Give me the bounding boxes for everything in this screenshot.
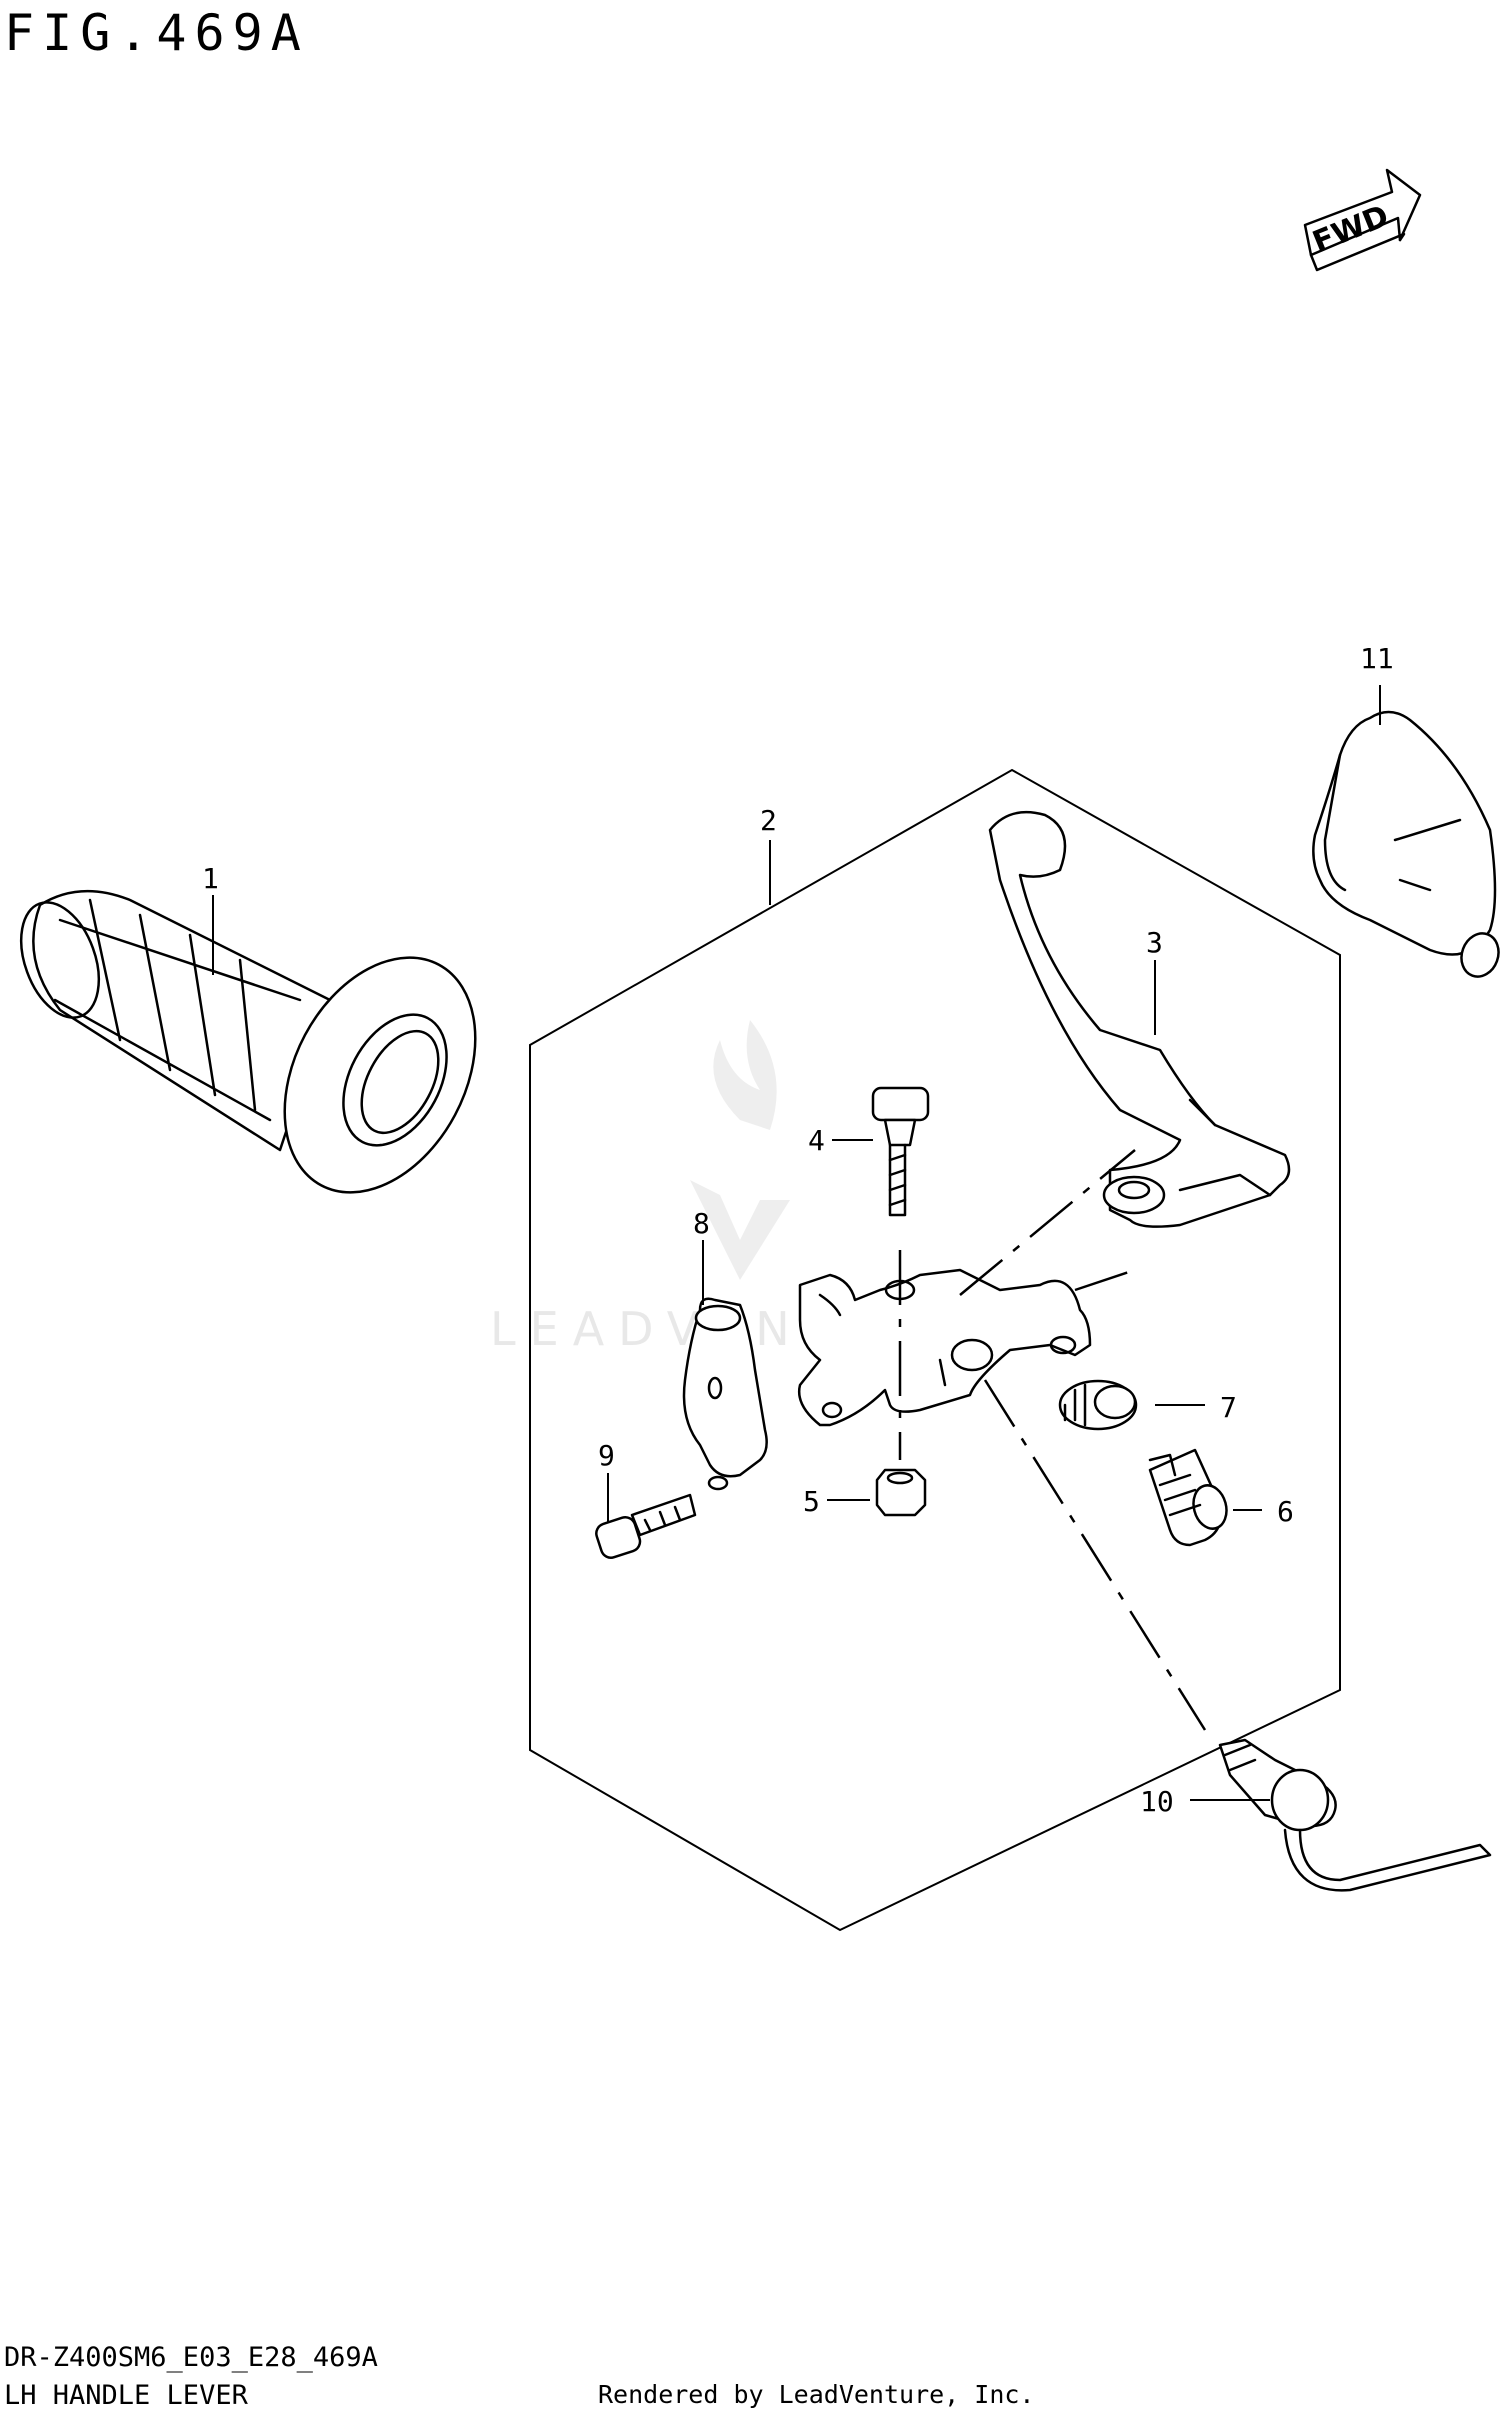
- model-code: DR-Z400SM6_E03_E28_469A: [4, 2342, 378, 2373]
- cable-adjuster: [1148, 1448, 1228, 1547]
- adjuster-locknut: [1058, 1379, 1138, 1431]
- watermark-v-shape: [690, 1180, 790, 1280]
- figure-title: FIG.469A: [4, 4, 309, 62]
- fwd-marker: FWD: [1303, 168, 1422, 272]
- callout-3: 3: [1146, 926, 1163, 959]
- part-group-name: LH HANDLE LEVER: [4, 2380, 248, 2411]
- clutch-lever: [988, 810, 1291, 1228]
- clutch-switch: [1218, 1738, 1492, 1892]
- callout-11: 11: [1360, 642, 1394, 675]
- callout-9: 9: [598, 1439, 615, 1472]
- render-credit: Rendered by LeadVenture, Inc.: [598, 2380, 1035, 2409]
- callout-4: 4: [808, 1124, 825, 1157]
- lever-assembly-outline: [529, 768, 1341, 1932]
- forward-arrow-icon: [1303, 168, 1422, 257]
- callout-10: 10: [1140, 1785, 1174, 1818]
- callout-2: 2: [760, 804, 777, 837]
- pivot-bolt: [871, 1086, 930, 1217]
- callout-6: 6: [1277, 1495, 1294, 1528]
- callout-5: 5: [803, 1485, 820, 1518]
- callout-1: 1: [202, 862, 219, 895]
- lever-holder: [797, 1268, 1092, 1427]
- lever-cover: [1312, 710, 1500, 978]
- callout-leaders: [212, 685, 1381, 1801]
- callout-8: 8: [693, 1207, 710, 1240]
- nut: [875, 1468, 927, 1517]
- flame-v-logo: [713, 1020, 777, 1130]
- clamp-bolt: [595, 1493, 697, 1559]
- clamp: [682, 1297, 768, 1491]
- grip: [19, 889, 477, 1194]
- callout-7: 7: [1220, 1391, 1237, 1424]
